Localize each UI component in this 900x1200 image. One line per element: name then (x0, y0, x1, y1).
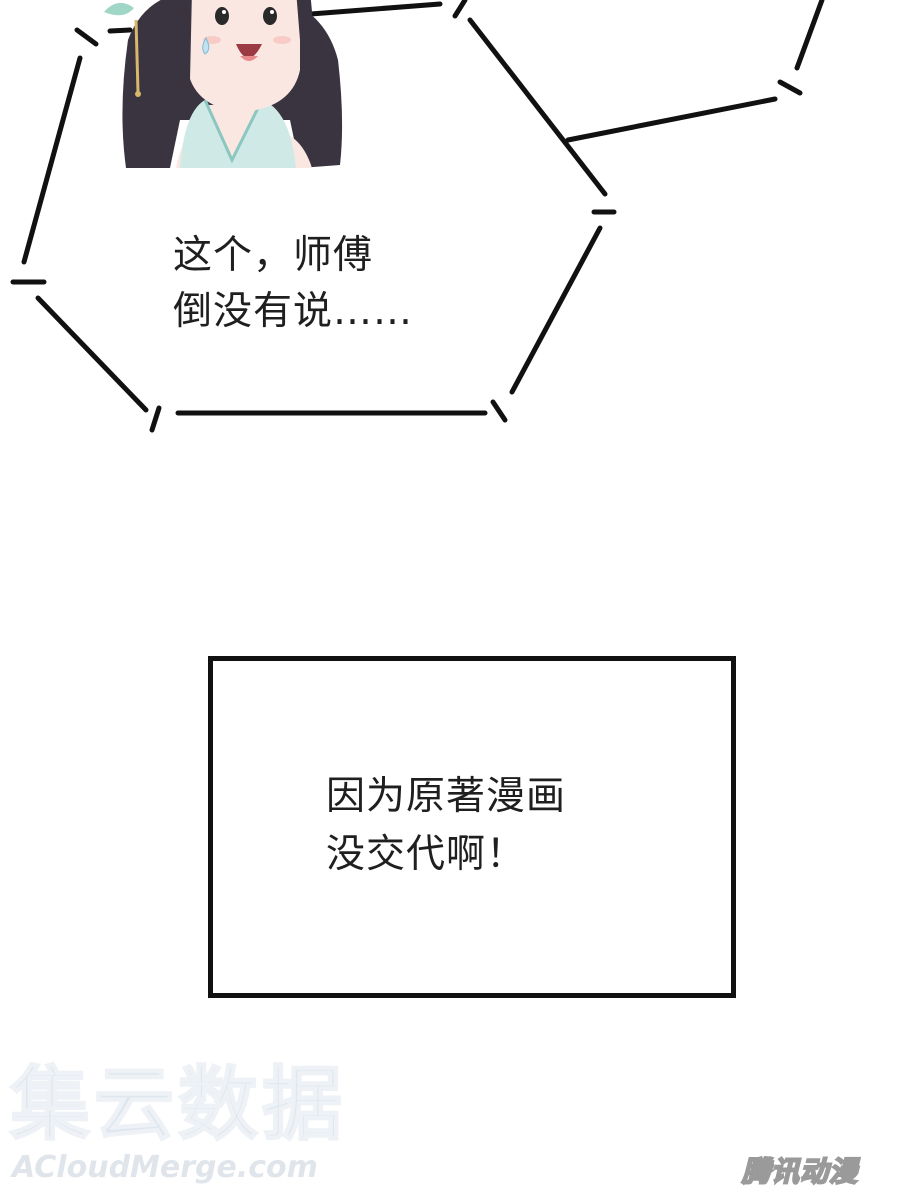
speech-line-2: 倒没有说…… (173, 289, 414, 334)
caption-line-2: 没交代啊！ (326, 832, 527, 877)
caption-box (208, 656, 736, 998)
watermark-chinese: 集云数据 (9, 1058, 346, 1151)
speech-line-1: 这个，师傅 (173, 233, 374, 278)
watermark-brand-logo: 腾讯动漫 (741, 1154, 859, 1189)
caption-line-1: 因为原著漫画 (326, 774, 567, 819)
speech-bubble-text: 这个，师傅 倒没有说…… (173, 228, 413, 340)
watermark-url: ACloudMerge.com (12, 1150, 318, 1185)
caption-text: 因为原著漫画 没交代啊！ (326, 768, 566, 884)
